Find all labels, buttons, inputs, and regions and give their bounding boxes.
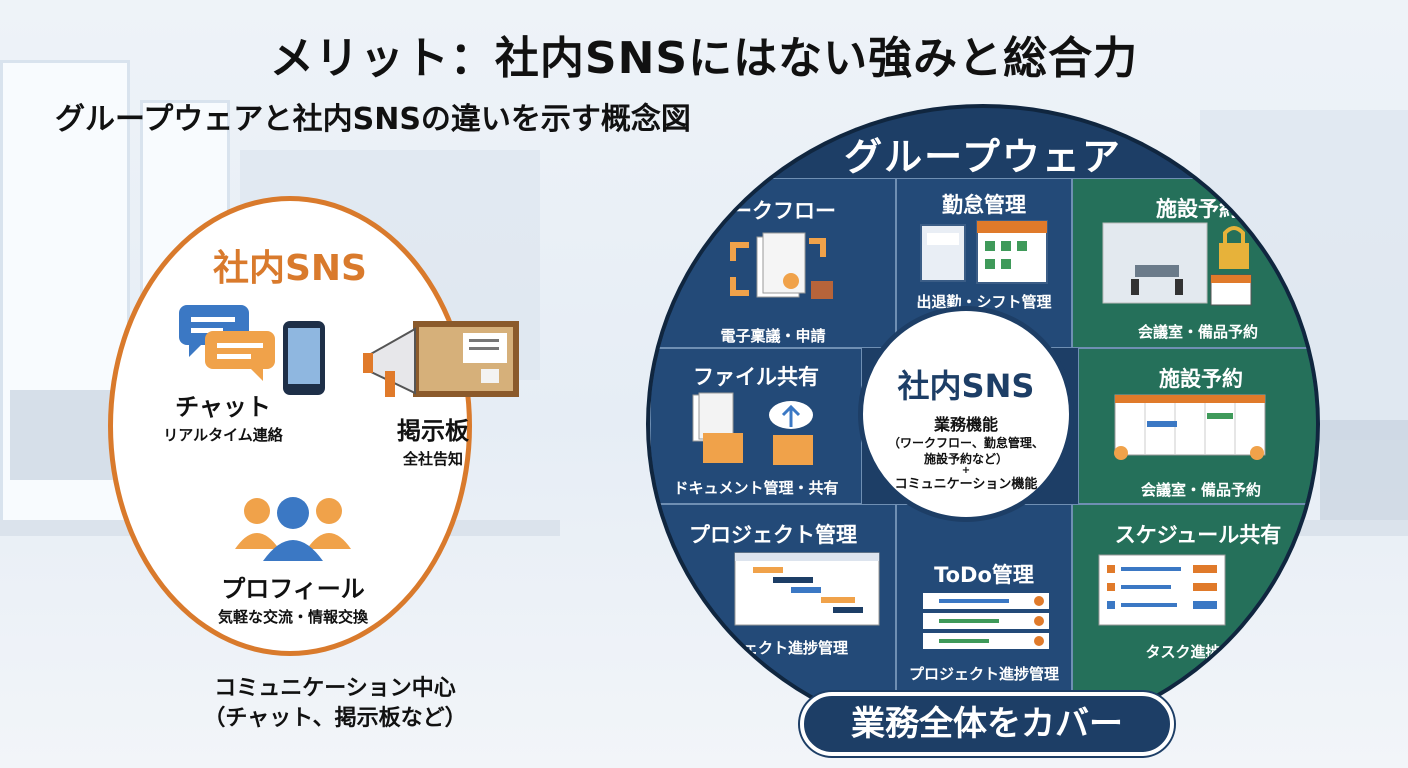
cell-todo-foot: プロジェクト進捗管理 [908,665,1059,683]
profile-sub: 気軽な交流・情報交換 [217,608,368,626]
center-title: 社内SNS [897,367,1035,405]
document-flow-icon [730,232,833,299]
cell-attendance: 勤怠管理 出退勤・シフト管理 [896,178,1072,348]
page-subtitle: グループウェアと社内SNSの違いを示す概念図 [55,102,691,137]
sns-caption: コミュニケーション中心 （チャット、掲示板など） [150,674,520,734]
profile-label: プロフィール [221,575,365,603]
chat-label: チャット [175,393,271,421]
todo-list-icon [923,593,1049,649]
cell-schedule: スケジュール共有 タスク進捗把握 [1072,504,1316,740]
groupware-circle: グループウェア ワークフロー 電子稟議・申請 勤怠管理 出退勤・シフト管理 [646,104,1320,744]
cell-file-share: ファイル共有 ドキュメント管理・共有 [650,348,862,504]
cover-badge: 業務全体をカバー [800,692,1174,756]
sns-item-chat: チャット リアルタイム連絡 [143,387,303,445]
cell-file-share-head: ファイル共有 [693,365,819,389]
groupware-title: グループウェア [844,135,1122,179]
task-list-icon [1098,554,1226,626]
cell-project-head: プロジェクト管理 [689,523,857,547]
sns-item-board: 掲示板 全社告知 [383,411,483,469]
center-line2: （ワークフロー、勤怠管理、 施設予約など） [863,435,1069,467]
sns-title: 社内SNS [213,248,367,289]
cell-facility-1-foot: 会議室・備品予約 [1137,323,1258,341]
cell-workflow: ワークフロー 電子稟議・申請 [650,178,896,348]
cell-facility-2: 施設予約 会議室・備品予約 [1078,348,1316,504]
cell-todo-head: ToDo管理 [934,563,1034,587]
center-sns-circle: 社内SNS 業務機能 （ワークフロー、勤怠管理、 施設予約など） + コミュニケ… [858,306,1074,522]
cell-schedule-head: スケジュール共有 [1114,523,1282,547]
megaphone-board-icon [363,321,519,397]
center-line1: 業務機能 [933,415,998,434]
chat-sub: リアルタイム連絡 [163,426,283,444]
center-line2b: 施設予約など） [923,452,1008,466]
gantt-chart-icon [734,552,880,626]
sns-caption-line2: （チャット、掲示板など） [203,706,467,731]
booking-calendar-icon [1114,394,1266,460]
cell-facility-1-head: 施設予約 [1156,197,1240,221]
calendar-clock-icon [920,220,1048,284]
cell-facility-2-foot: 会議室・備品予約 [1140,481,1261,499]
center-line2a: （ワークフロー、勤怠管理、 [888,436,1044,450]
sns-item-profile: プロフィール 気軽な交流・情報交換 [193,569,393,627]
cell-file-share-foot: ドキュメント管理・共有 [673,479,839,497]
chat-icon [179,305,325,395]
sns-circle: 社内SNS チャット リアルタイム連絡 掲示板 全社告知 [108,196,519,656]
page-title: メリット：社内SNSにはない強みと総合力 [269,33,1139,84]
cell-facility-1: 施設予約 会議室・備品予約 [1072,178,1316,348]
meeting-room-lock-icon [1102,222,1252,306]
cell-facility-2-head: 施設予約 [1159,367,1243,391]
sns-caption-line1: コミュニケーション中心 [214,676,456,701]
board-sub: 全社告知 [402,450,463,468]
cell-attendance-head: 勤怠管理 [942,193,1026,217]
center-line3: コミュニケーション機能 [894,477,1038,492]
cell-project-foot: プロジェクト進捗管理 [697,639,848,657]
folder-cloud-icon [692,392,813,465]
people-icon [235,497,351,561]
board-label: 掲示板 [397,417,469,445]
cell-workflow-head: ワークフロー [710,199,836,223]
cell-schedule-foot: タスク進捗把握 [1145,643,1251,661]
center-plus: + [961,465,971,476]
cell-workflow-foot: 電子稟議・申請 [720,327,826,345]
